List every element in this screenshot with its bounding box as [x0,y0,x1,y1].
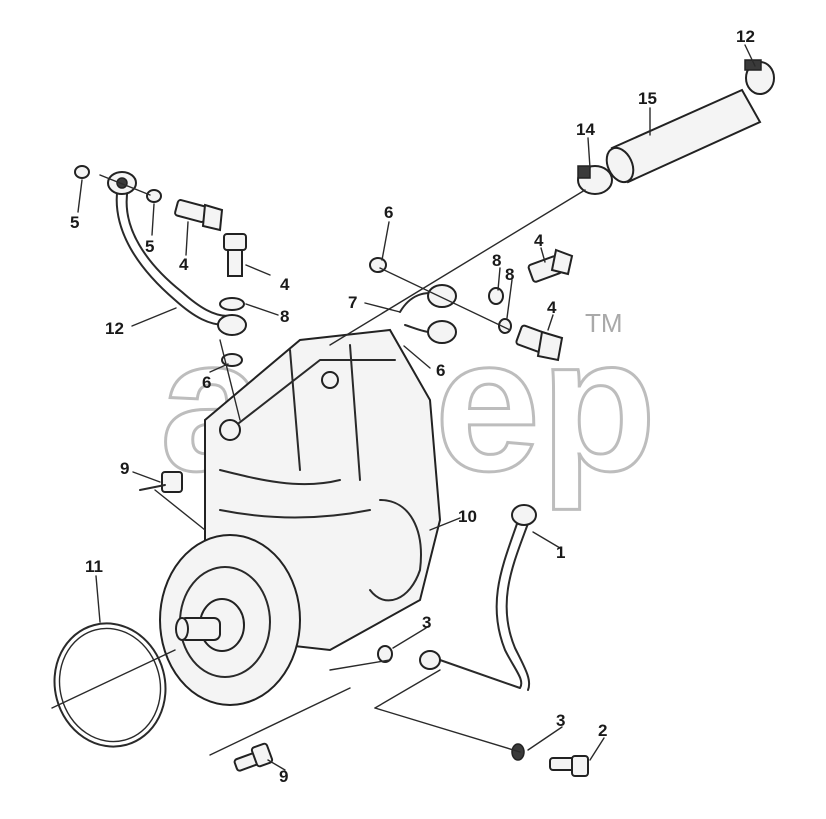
banjo-bolt-upper-right [527,248,574,283]
callout-8-flange: 9 [120,459,129,478]
callout-14-mid: 14 [576,120,595,139]
callout-10: 10 [458,507,477,526]
callout-4-lower-right: 4 [547,298,557,317]
center-lines [99,174,586,756]
washer-5-right [146,189,162,203]
washer-8-right [488,287,504,305]
outlet-pipe [419,504,537,691]
hose [605,88,762,184]
front-flange [159,534,301,706]
callout-5-left: 5 [70,213,79,232]
o-ring [51,622,176,748]
callout-8-right-a: 8 [492,251,501,270]
callout-5-right: 5 [145,237,154,256]
callout-15: 15 [638,89,657,108]
banjo-bolt-left [174,199,224,232]
callout-4-center: 4 [280,275,290,294]
leader-lines [77,44,756,771]
bolt-9 [233,742,274,772]
callout-8-right-b: 8 [505,265,514,284]
washer-3-upper [377,645,393,663]
bolt-2 [549,755,589,777]
callout-labels: 12 15 14 6 4 8 8 7 4 6 5 5 4 4 8 12 6 9 … [70,27,755,786]
banjo-bolt-lower-right [515,324,564,362]
callout-6-left: 6 [202,373,211,392]
callout-1: 1 [556,543,565,562]
washer-8-upper [219,297,245,311]
callout-8-upper: 8 [280,307,289,326]
watermark-trademark: TM [585,308,623,338]
washer-5-left [74,165,90,179]
callout-2: 2 [598,721,607,740]
banjo-bolt-vertical [223,233,247,277]
callout-6-top: 6 [384,203,393,222]
callout-9: 9 [279,767,288,786]
bolt-8-flange [139,471,183,493]
callout-3-lower: 3 [556,711,565,730]
washer-6-left [221,353,243,367]
clamp-lower [577,165,613,195]
callout-12: 12 [105,319,124,338]
callout-4-left: 4 [179,255,189,274]
callout-14-top: 12 [736,27,755,46]
callout-3-upper: 3 [422,613,431,632]
callout-4-upper-right: 4 [534,231,544,250]
callout-6-center: 6 [436,361,445,380]
callout-7: 7 [348,293,357,312]
callout-11: 11 [85,557,103,576]
clamp-upper [744,59,775,95]
oil-pipe [107,171,247,336]
